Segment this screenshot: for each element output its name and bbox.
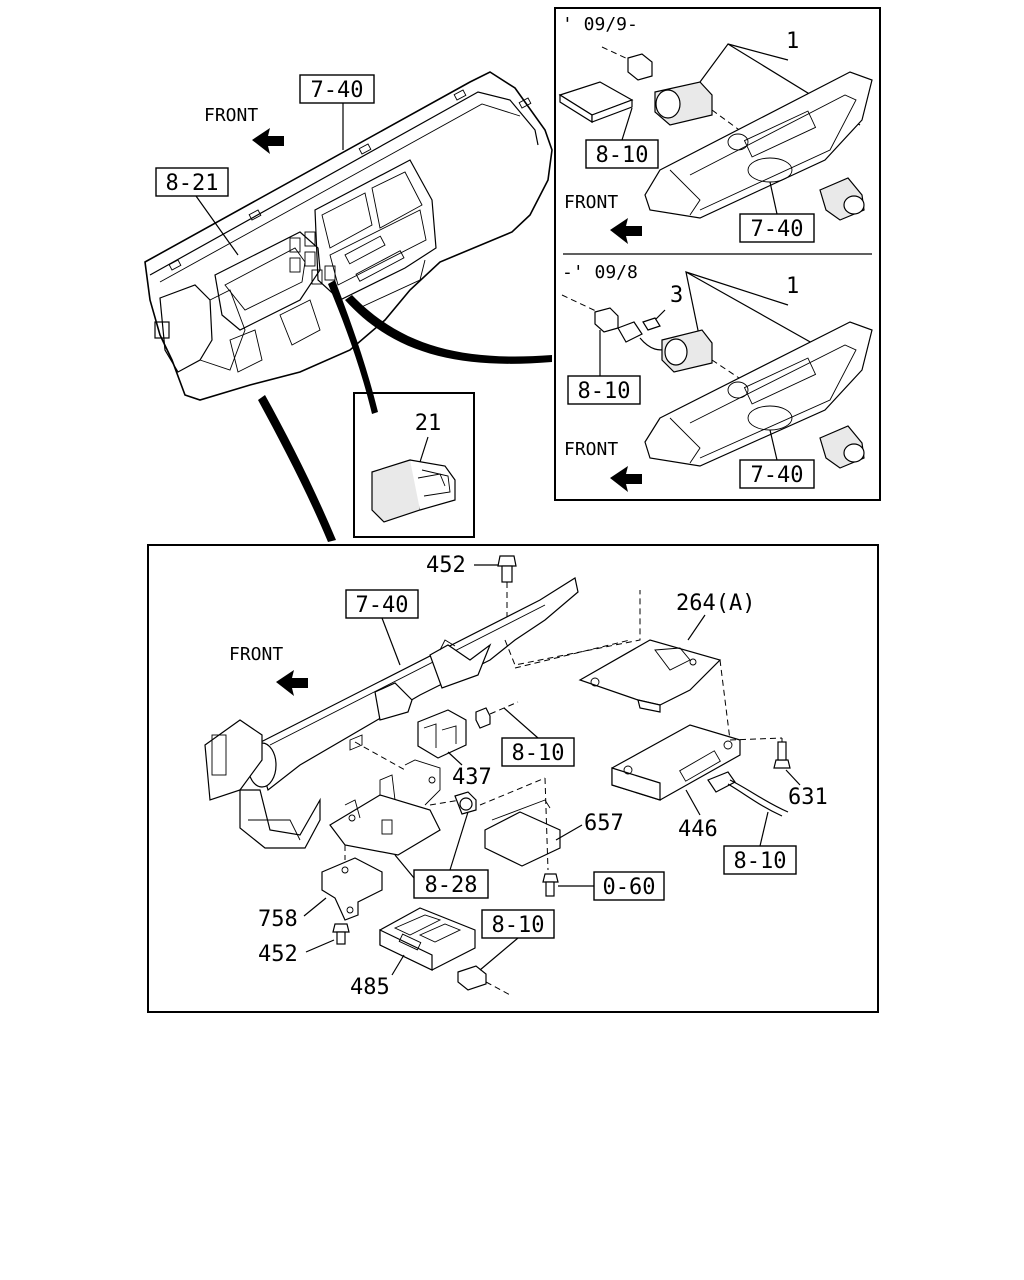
front-arrow-icon	[276, 670, 308, 696]
bracket-657-icon	[484, 811, 561, 867]
bracket-758-icon	[321, 857, 383, 921]
inset-lower-variant: -' 09/8 3 1 8-10 FRONT	[561, 262, 873, 492]
item-758-label: 758	[258, 907, 298, 932]
front-label: FRONT	[204, 105, 258, 126]
leader-swoosh-upper	[345, 295, 552, 364]
front-arrow-icon	[610, 466, 642, 492]
front-label: FRONT	[229, 644, 283, 665]
item-3-label: 3	[670, 283, 683, 308]
connector-icon	[594, 307, 619, 333]
item-1-label: 1	[786, 274, 799, 299]
switch-panel-icon	[644, 71, 873, 219]
lower-detail: 452 264(A) 437	[204, 553, 828, 1000]
svg-text:8-10: 8-10	[512, 741, 565, 766]
ref-box-bolt: 0-60	[593, 871, 665, 901]
bulb-icon	[642, 317, 661, 331]
ref-box-module-wire: 8-10	[481, 909, 555, 939]
item-485-label: 485	[350, 975, 390, 1000]
ref-box-bracket: 8-28	[413, 869, 489, 899]
bolt-icon	[336, 931, 346, 945]
reinforcement-beam-icon	[254, 577, 579, 792]
item-437-label: 437	[452, 765, 492, 790]
item-657-label: 657	[584, 811, 624, 836]
ref-box-dash: 7-40	[299, 74, 375, 104]
item-631-label: 631	[788, 785, 828, 810]
svg-text:7-40: 7-40	[751, 463, 804, 488]
ref-box-wire-lower: 8-10	[567, 375, 641, 405]
inset-frame	[554, 7, 881, 501]
item-446-label: 446	[678, 817, 718, 842]
item-1-label: 1	[786, 29, 799, 54]
switch-detail: 21	[371, 411, 456, 523]
connector-icon	[627, 53, 653, 81]
leader-swoosh-switch	[328, 280, 378, 414]
svg-text:7-40: 7-40	[751, 217, 804, 242]
item-452-label: 452	[426, 553, 466, 578]
svg-text:8-21: 8-21	[166, 171, 219, 196]
svg-text:8-10: 8-10	[734, 849, 787, 874]
item-452b-label: 452	[258, 942, 298, 967]
svg-text:7-40: 7-40	[311, 78, 364, 103]
svg-text:0-60: 0-60	[603, 875, 656, 900]
ref-box-cluster: 8-21	[155, 167, 229, 197]
ref-box-relay-wire: 8-10	[501, 737, 575, 767]
front-label: FRONT	[564, 192, 618, 213]
lower-detail-frame	[147, 544, 879, 1013]
ref-box-panel-lower: 7-40	[739, 459, 815, 489]
variant-label-new: ' 09/9-	[562, 14, 638, 35]
front-arrow-overview: FRONT	[204, 105, 284, 154]
ref-box-wire-upper: 8-10	[585, 139, 659, 169]
svg-text:8-10: 8-10	[492, 913, 545, 938]
ref-box-panel-upper: 7-40	[739, 213, 815, 243]
bolt-icon	[497, 555, 517, 567]
leader-swoosh-lower	[258, 395, 336, 542]
svg-text:8-10: 8-10	[578, 379, 631, 404]
svg-text:7-40: 7-40	[356, 593, 409, 618]
dashboard-overview	[144, 71, 553, 401]
svg-text:8-28: 8-28	[425, 873, 478, 898]
front-arrow-icon	[610, 218, 642, 244]
switch-detail-frame	[353, 392, 475, 538]
switch-panel-icon	[644, 321, 873, 467]
bracket-264a-icon	[578, 639, 722, 706]
front-label: FRONT	[564, 439, 618, 460]
item-264a-label: 264(A)	[676, 591, 755, 616]
svg-text:8-10: 8-10	[596, 143, 649, 168]
variant-label-old: -' 09/8	[562, 262, 638, 283]
end-bracket-icon	[239, 789, 321, 849]
ref-box-unit-wire: 8-10	[723, 845, 797, 875]
relay-icon	[417, 709, 467, 759]
ref-box-reinforcement: 7-40	[345, 589, 419, 619]
front-arrow-icon	[252, 128, 284, 154]
item-21-label: 21	[415, 411, 442, 436]
inset-upper-variant: ' 09/9- 1 8-10 FRONT 7	[558, 14, 873, 244]
